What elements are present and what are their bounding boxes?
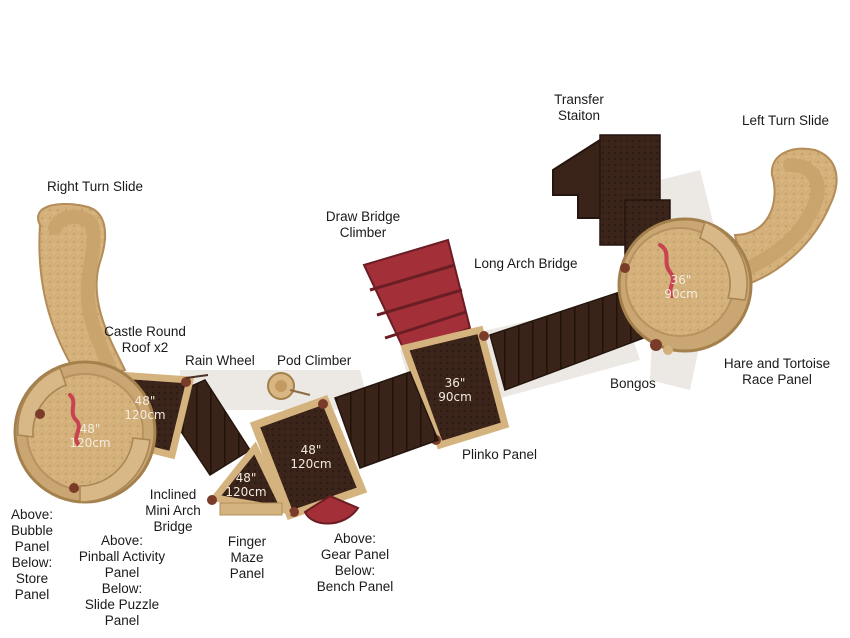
center-deck-in: 48"	[301, 443, 322, 457]
left-round-deck	[13, 360, 157, 504]
right-round-deck	[617, 217, 753, 355]
label-gear-bench: Above: Gear Panel Below: Bench Panel	[316, 531, 394, 594]
label-left-turn-slide: Left Turn Slide	[742, 113, 830, 128]
triangle-deck-cm: 120cm	[225, 485, 266, 499]
label-hare-tortoise: Hare and Tortoise Race Panel	[723, 356, 831, 387]
label-bongos: Bongos	[610, 376, 656, 391]
center-bridge	[334, 371, 439, 469]
label-rain-wheel: Rain Wheel	[185, 353, 255, 368]
left-round-deck-in: 48"	[80, 422, 101, 436]
label-right-turn-slide: Right Turn Slide	[47, 179, 144, 194]
mid-deck-cm: 90cm	[438, 390, 472, 404]
mid-deck	[400, 325, 510, 450]
right-turn-slide	[37, 203, 127, 390]
label-pod-climber: Pod Climber	[277, 353, 352, 368]
triangle-deck-in: 48"	[236, 471, 257, 485]
left-square-deck-in: 48"	[135, 394, 156, 408]
pod-climber	[267, 372, 311, 400]
label-finger-maze: Finger Maze Panel	[227, 534, 267, 581]
label-plinko-panel: Plinko Panel	[462, 447, 538, 462]
center-deck-cm: 120cm	[290, 457, 331, 471]
right-round-deck-in: 36"	[671, 273, 692, 287]
left-round-deck-cm: 120cm	[69, 436, 110, 450]
label-long-arch-bridge: Long Arch Bridge	[474, 256, 578, 271]
dimension-labels: 48" 120cm 48" 120cm 48" 120cm 48" 120cm …	[69, 273, 697, 499]
label-inclined-mini-arch: Inclined Mini Arch Bridge	[145, 487, 201, 534]
center-deck	[249, 394, 368, 525]
right-round-deck-cm: 90cm	[664, 287, 698, 301]
mid-deck-in: 36"	[445, 376, 466, 390]
label-castle-round-roof: Castle Round Roof x2	[104, 324, 186, 355]
left-square-deck-cm: 120cm	[124, 408, 165, 422]
label-bubble-store: Above: Bubble Panel Below: Store Panel	[10, 507, 54, 602]
label-transfer-station: Transfer Staiton	[554, 92, 604, 123]
label-pinball-slide-puzzle: Above: Pinball Activity Panel Below: Sli…	[78, 533, 166, 628]
left-turn-slide	[733, 147, 838, 287]
draw-bridge-climber	[362, 238, 472, 354]
label-draw-bridge-climber: Draw Bridge Climber	[325, 209, 401, 240]
triangle-deck	[207, 441, 292, 516]
